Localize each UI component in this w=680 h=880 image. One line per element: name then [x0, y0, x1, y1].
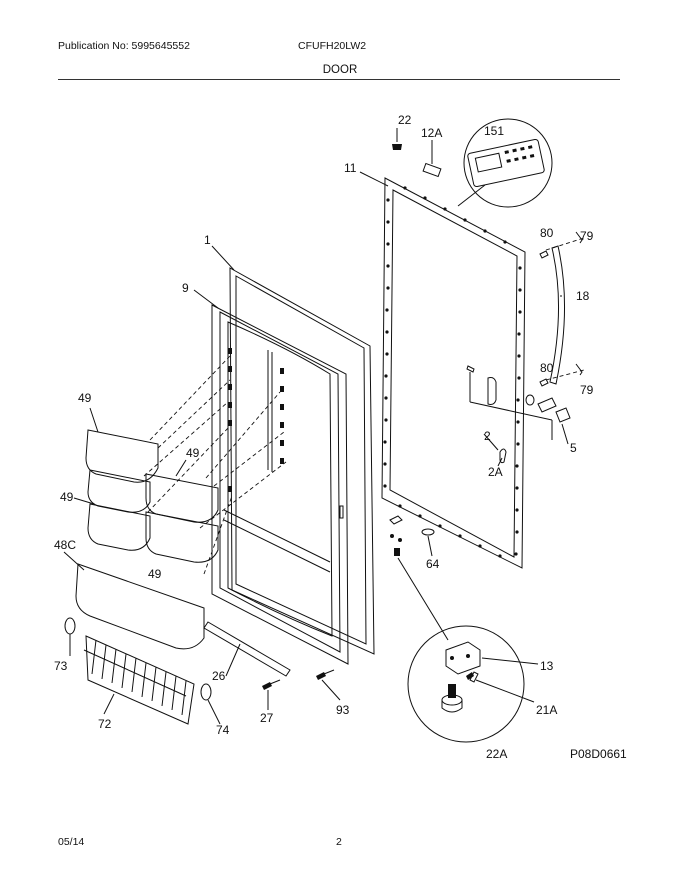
label-22A: 22A: [486, 747, 507, 761]
clip-74: [200, 683, 212, 701]
model-number: CFUFH20LW2: [298, 40, 367, 52]
label-1: 1: [204, 233, 211, 247]
bottom-hinge-parts: [389, 515, 449, 641]
part-22-plug: [392, 128, 402, 150]
door-handle: [525, 231, 585, 423]
label-79-top: 79: [580, 229, 594, 243]
label-74: 74: [216, 723, 230, 737]
label-9: 9: [182, 281, 189, 295]
label-12A: 12A: [421, 126, 442, 140]
label-2: 2: [484, 429, 491, 443]
footer-date: 05/14: [58, 836, 85, 848]
label-21A: 21A: [536, 703, 557, 717]
clip-73: [64, 617, 76, 635]
label-13: 13: [540, 659, 554, 673]
screw-27: [262, 679, 281, 690]
label-80-bottom: 80: [540, 361, 554, 375]
label-49-d: 49: [148, 567, 162, 581]
diagram-code: P08D0661: [570, 747, 627, 761]
header-rule: [58, 79, 620, 80]
outer-door-panel: [381, 177, 553, 569]
label-64: 64: [426, 557, 440, 571]
wire-basket: [83, 635, 195, 725]
liner-bin-supports: [228, 348, 284, 492]
hinge-zoom: [407, 625, 525, 743]
label-80-top: 80: [540, 226, 554, 240]
label-49-a: 49: [78, 391, 92, 405]
panel-screws: [383, 186, 522, 558]
part-12A-tape: [422, 162, 442, 178]
publication-number: Publication No: 5995645552: [58, 40, 190, 52]
part-labels: 22 12A 151 11 80 79 18 80 79 5 2 2A 1 9 …: [54, 113, 627, 761]
label-79-bottom: 79: [580, 383, 594, 397]
leader-lines: [63, 171, 569, 725]
label-49-b: 49: [186, 446, 200, 460]
label-11: 11: [344, 161, 357, 175]
footer-page-number: 2: [336, 836, 342, 848]
label-73: 73: [54, 659, 68, 673]
screw-93: [316, 669, 335, 680]
label-5: 5: [570, 441, 577, 455]
label-2A: 2A: [488, 465, 503, 479]
label-22: 22: [398, 113, 412, 127]
control-panel-zoom: [457, 118, 553, 208]
rod-26: [203, 621, 291, 677]
door-bins: [75, 355, 287, 650]
section-title: DOOR: [322, 64, 358, 76]
label-26: 26: [212, 669, 226, 683]
door-gasket: [229, 267, 375, 655]
label-27: 27: [260, 711, 274, 725]
label-93: 93: [336, 703, 350, 717]
label-72: 72: [98, 717, 112, 731]
label-151: 151: [484, 124, 504, 138]
label-18: 18: [576, 289, 590, 303]
inner-door-liner: [211, 304, 349, 665]
label-49-c: 49: [60, 490, 74, 504]
label-48C: 48C: [54, 538, 76, 552]
